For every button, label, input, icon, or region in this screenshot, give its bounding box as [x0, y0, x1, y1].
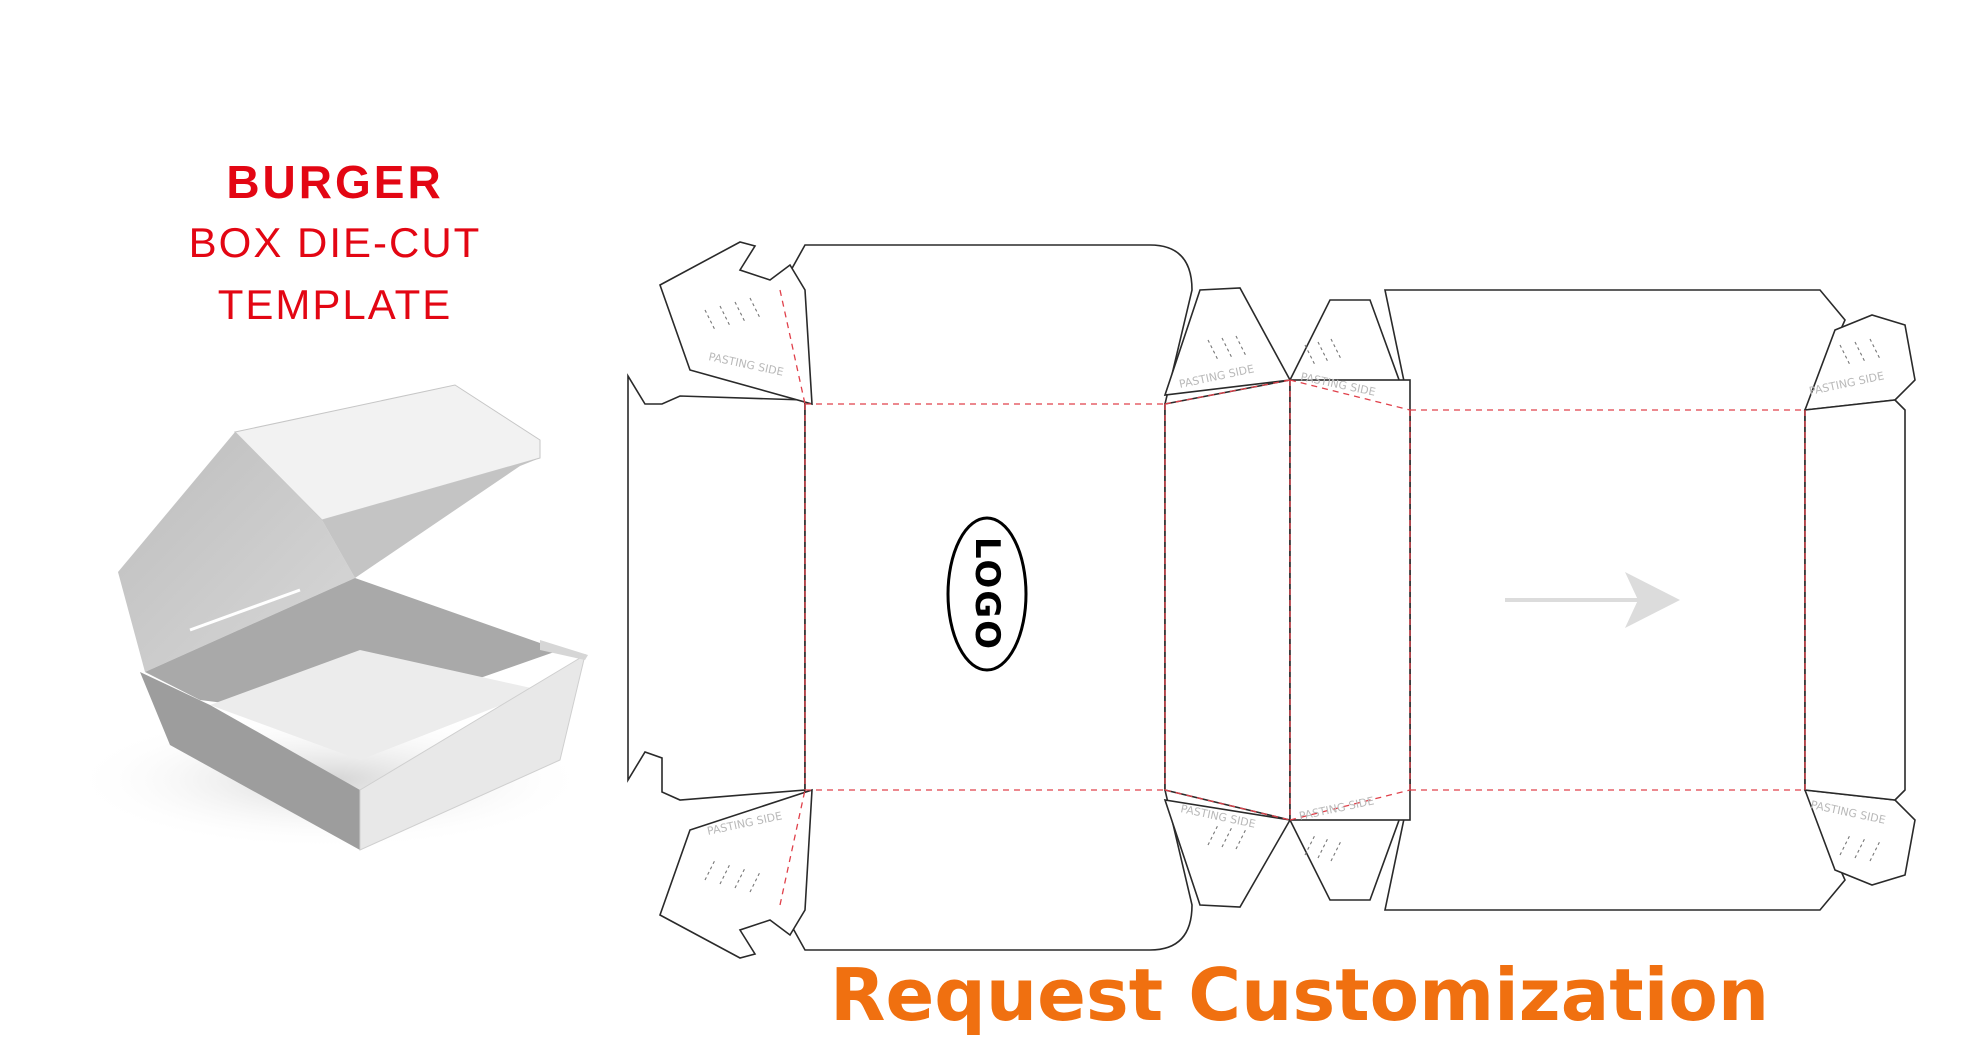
title-block: BURGER BOX DIE-CUT TEMPLATE: [160, 152, 510, 336]
lid-inner: [118, 432, 355, 672]
back-spine-panel: [1164, 379, 1291, 822]
fold-lines: [779, 289, 1806, 906]
box-3d-illustration: [70, 384, 590, 851]
tray-left-wall: [140, 672, 360, 850]
request-customization-link[interactable]: Request Customization: [830, 953, 1770, 1037]
grain-direction-arrow-icon: [1505, 572, 1680, 628]
tray-front-wall: [359, 653, 586, 851]
tray-right-flap: [540, 640, 588, 660]
lid-slot: [189, 588, 301, 632]
glue-flap-bottom-left: [659, 788, 813, 959]
left-side-panel: [627, 373, 806, 801]
spine-flap-top: [1163, 287, 1292, 396]
die-cut-template: PASTING SIDE PASTING SIDE PASTING SIDE P…: [627, 241, 1916, 959]
tray-floor: [210, 650, 540, 760]
glue-flap-top-left: [659, 241, 813, 406]
logo-text: LOGO: [967, 537, 1007, 651]
logo-mark: LOGO: [946, 516, 1028, 672]
right-side-panel: [1804, 399, 1906, 801]
title-box-die-cut: BOX DIE-CUT: [188, 219, 482, 266]
title-template: TEMPLATE: [217, 281, 453, 328]
logo-oval: [946, 516, 1028, 672]
spine-flap-bottom: [1163, 799, 1292, 908]
inner-spine-panel: [1289, 379, 1411, 821]
title-burger: BURGER: [226, 156, 444, 208]
lid-side: [322, 458, 540, 578]
